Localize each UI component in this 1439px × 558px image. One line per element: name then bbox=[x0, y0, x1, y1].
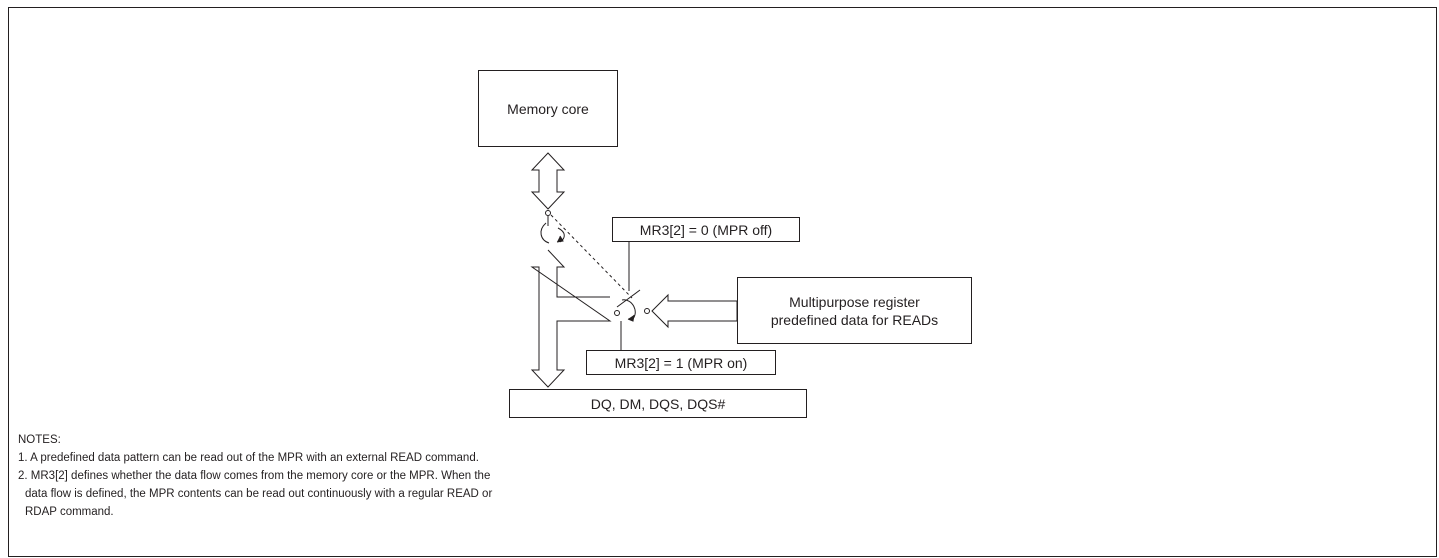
notes-heading: NOTES: bbox=[18, 434, 61, 446]
mpr-off-label: MR3[2] = 0 (MPR off) bbox=[612, 217, 800, 242]
switch-left-contact bbox=[614, 310, 620, 316]
switch-right-contact bbox=[644, 308, 650, 314]
mpr-feed-arrow bbox=[651, 293, 738, 329]
note-2-line-2: data flow is defined, the MPR contents c… bbox=[25, 488, 493, 500]
mpr-on-label: MR3[2] = 1 (MPR on) bbox=[586, 350, 776, 375]
io-bus-box: DQ, DM, DQS, DQS# bbox=[509, 389, 807, 418]
note-1: 1. A predefined data pattern can be read… bbox=[18, 452, 479, 464]
switch-top-contact bbox=[545, 210, 551, 216]
lower-channel-arrow bbox=[530, 249, 612, 388]
note-2-line-3: RDAP command. bbox=[25, 506, 114, 518]
control-dashed-line bbox=[550, 214, 633, 299]
multipurpose-register-box: Multipurpose register predefined data fo… bbox=[737, 277, 972, 344]
switch-blade bbox=[616, 289, 641, 308]
notes-section: NOTES: 1. A predefined data pattern can … bbox=[18, 431, 492, 521]
figure-frame bbox=[8, 7, 1437, 557]
note-2-line-1: 2. MR3[2] defines whether the data flow … bbox=[18, 470, 491, 482]
top-rotation-arrow bbox=[540, 222, 550, 244]
upper-double-arrow bbox=[530, 152, 566, 210]
memory-core-box: Memory core bbox=[478, 70, 618, 147]
